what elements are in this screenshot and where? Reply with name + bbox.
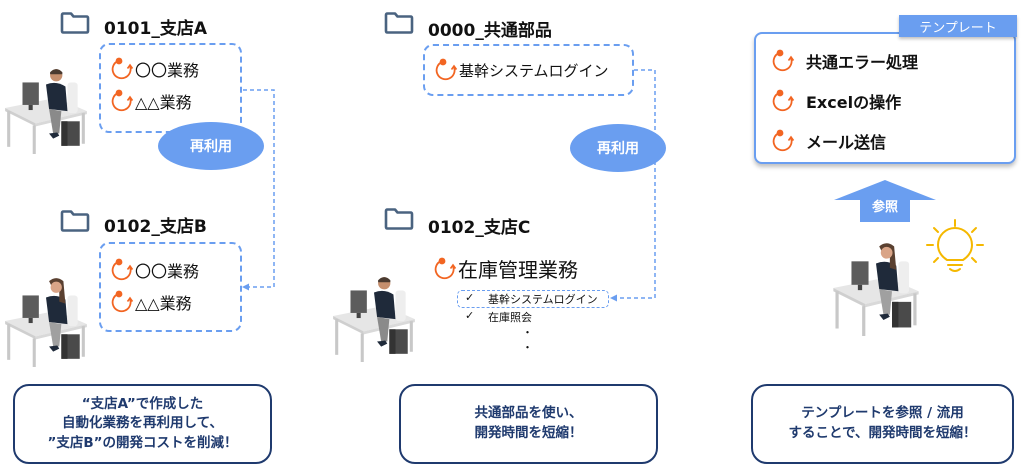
ellipsis-dot: ・ [522,326,533,339]
process-label: 〇〇業務 [135,61,200,80]
folder-title-branch-b: 0102_支店B [104,217,207,237]
arrowhead-to-c [610,294,617,302]
template-box[interactable]: 共通エラー処理 Excelの操作 メール送信 [754,32,1016,164]
process-item[interactable]: △△業務 [109,289,192,315]
process-label: 基幹システムログイン [459,61,609,80]
folder-icon [384,12,414,34]
arrow-up-icon [834,180,936,222]
process-item-main[interactable]: 在庫管理業務 [432,254,578,283]
step-label[interactable]: 基幹システムログイン [488,293,598,306]
process-label: 〇〇業務 [135,262,200,281]
process-label: △△業務 [135,294,192,313]
process-group-branch-a[interactable]: 〇〇業務 △△業務 [99,43,242,133]
template-item[interactable]: Excelの操作 [770,88,901,114]
folder-icon [384,208,414,230]
folder-title-branch-c: 0102_支店C [428,218,531,238]
template-item-label: 共通エラー処理 [806,53,919,72]
lightbulb-icon [926,219,984,272]
loop-icon [770,48,796,74]
process-label: 在庫管理業務 [458,258,578,282]
folder-title-branch-a: 0101_支店A [104,19,207,39]
process-item[interactable]: 〇〇業務 [109,257,199,283]
loop-icon [770,128,796,154]
ellipsis-dot: ・ [522,341,533,354]
loop-icon [109,56,135,82]
step-check: ✓ [465,291,475,304]
loop-icon [109,257,135,283]
connector-common-to-c [614,69,656,299]
template-item[interactable]: メール送信 [770,128,886,154]
person-at-desk-icon [0,62,92,154]
step-check: ✓ [465,309,475,322]
person-at-desk-icon [0,275,92,367]
folder-icon [60,210,90,232]
loop-icon [109,289,135,315]
folder-icon [60,12,90,34]
template-tab: テンプレート [899,15,1017,37]
process-group-common[interactable]: 基幹システムログイン [423,44,634,96]
loop-icon [770,88,796,114]
reference-label: 参照 [871,200,898,215]
folder-title-common: 0000_共通部品 [428,21,552,41]
process-group-branch-b[interactable]: 〇〇業務 △△業務 [99,242,242,332]
process-item[interactable]: △△業務 [109,88,192,114]
caption-common-parts: 共通部品を使い、 開発時間を短縮！ [399,384,658,464]
step-highlight [457,290,609,308]
process-label: △△業務 [135,93,192,112]
reuse-badge: 再利用 [158,122,264,170]
process-item[interactable]: 〇〇業務 [109,56,199,82]
arrowhead-to-b [242,283,249,291]
process-item[interactable]: 基幹システムログイン [433,57,609,83]
person-at-desk-icon [328,270,420,362]
template-item-label: メール送信 [806,133,887,152]
reuse-badge: 再利用 [570,124,666,172]
person-at-desk-icon [828,240,924,336]
loop-icon [109,88,135,114]
template-item-label: Excelの操作 [806,93,902,112]
loop-icon [432,256,458,282]
caption-reuse-branch: “支店A”で作成した 自動化業務を再利用して、 ”支店B”の開発コストを削減！ [13,384,272,464]
step-label[interactable]: 在庫照会 [488,311,532,324]
caption-template: テンプレートを参照 / 流用 することで、開発時間を短縮！ [751,384,1014,464]
connector-a-to-b [243,89,275,288]
template-item[interactable]: 共通エラー処理 [770,48,918,74]
loop-icon [433,57,459,83]
